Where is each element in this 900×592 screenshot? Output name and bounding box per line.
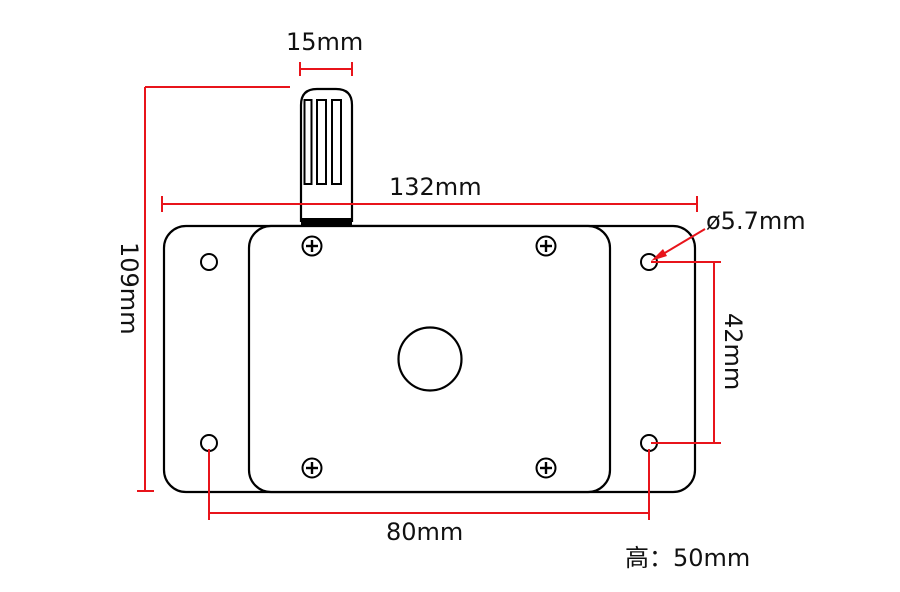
screw-icon: [535, 457, 557, 479]
hole-vertical-spacing-label: 42mm: [719, 313, 747, 391]
hole-diameter-label: ø5.7mm: [706, 207, 806, 235]
screw-icon: [301, 235, 323, 257]
probe-slot-icon: [316, 99, 327, 185]
overall-width-label: 132mm: [389, 173, 482, 201]
front-cover: [247, 224, 612, 494]
dimension-lines: [137, 62, 721, 520]
screw-icon: [301, 457, 323, 479]
hole-horizontal-spacing-label: 80mm: [386, 518, 464, 546]
probe-slot-icon: [331, 99, 342, 185]
probe: [299, 87, 354, 226]
center-window-icon: [397, 326, 463, 392]
overall-height-label: 109mm: [115, 242, 143, 335]
probe-base-band: [301, 218, 352, 226]
screw-icon: [535, 235, 557, 257]
leader-arrowhead-icon: [651, 249, 667, 261]
mounting-hole-icon: [200, 253, 218, 271]
probe-width-label: 15mm: [286, 28, 364, 56]
mounting-hole-icon: [200, 434, 218, 452]
probe-slot-icon: [303, 99, 313, 185]
depth-label: 高：50mm: [625, 544, 751, 572]
